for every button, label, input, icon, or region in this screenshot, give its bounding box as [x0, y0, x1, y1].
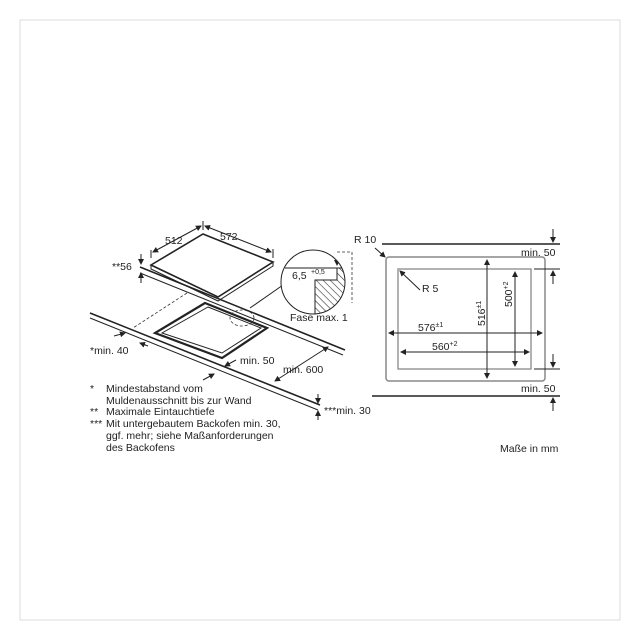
- hob-isometric: 512 572 **56 *min. 40 min. 50 min. 600 *…: [89, 221, 371, 420]
- note-text: Mindestabstand vom: [106, 383, 203, 395]
- hob-edge: [150, 262, 274, 302]
- inner-depth-label: 500+2: [503, 281, 515, 307]
- outer-cutout: [385, 256, 546, 382]
- worktop-back-edge: [139, 266, 346, 351]
- inner-width-label: 560+2: [432, 341, 458, 353]
- outer-depth-label: 516±1: [476, 301, 488, 326]
- worktop-depth-label: min. 600: [283, 364, 323, 376]
- insertion-depth-label: **56: [112, 261, 132, 273]
- outer-radius-label: R 10: [354, 234, 376, 246]
- detail-tolerance: +0,5: [311, 269, 325, 276]
- cutout-opening: [152, 301, 270, 360]
- detail-dimension: 6,5: [292, 270, 307, 282]
- top-clearance-label: min. 50: [521, 247, 556, 259]
- front-distance-label: min. 50: [240, 355, 275, 367]
- footnotes: * Mindestabstand vom Muldenausschnitt bi…: [90, 383, 281, 454]
- outer-width-label: 576±1: [418, 322, 443, 334]
- note-mark: **: [90, 406, 98, 418]
- cutout-plan: R 10 R 5 min. 50 min. 50 576±1 560+2 516…: [354, 229, 560, 411]
- note-text: ggf. mehr; siehe Maßanforderungen: [106, 430, 274, 442]
- note-text: Maximale Eintauchtiefe: [106, 406, 215, 418]
- units-label: Maße in mm: [500, 443, 559, 455]
- note-mark: *: [90, 383, 94, 395]
- bottom-clearance-label: min. 50: [521, 383, 556, 395]
- note-mark: ***: [90, 418, 102, 430]
- inner-radius-label: R 5: [422, 283, 439, 295]
- hob-depth-label: 512: [165, 235, 183, 247]
- hob-width-label: 572: [220, 231, 238, 243]
- frame: [19, 19, 621, 621]
- inner-cutout: [397, 268, 532, 370]
- note-text: Muldenausschnitt bis zur Wand: [106, 395, 252, 407]
- note-text: Mit untergebautem Backofen min. 30,: [106, 418, 281, 430]
- edge-detail: 6,5 +0,5 Fase max. 1: [280, 249, 353, 324]
- worktop-front-edge: [89, 312, 321, 406]
- note-text: des Backofens: [106, 442, 175, 454]
- wall-distance-label: *min. 40: [90, 345, 129, 357]
- worktop-thickness-label: ***min. 30: [324, 405, 371, 417]
- chamfer-label: Fase max. 1: [290, 312, 348, 324]
